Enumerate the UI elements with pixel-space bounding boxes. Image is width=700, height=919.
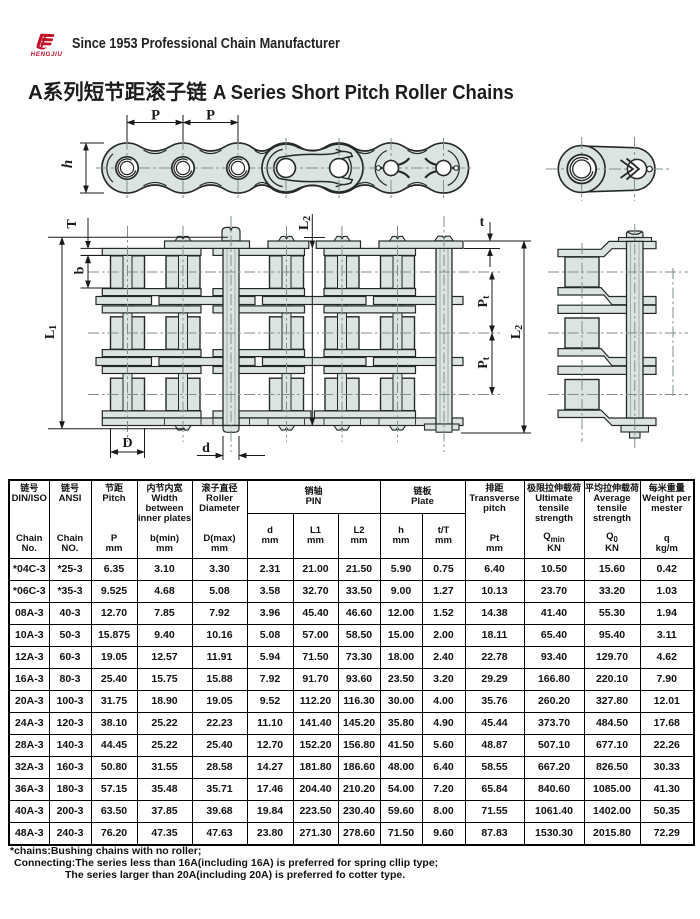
svg-text:L1: L1 (43, 325, 59, 339)
svg-text:Pt: Pt (476, 295, 492, 308)
svg-text:L2: L2 (509, 325, 525, 339)
svg-text:T: T (65, 219, 80, 229)
svg-text:d: d (202, 441, 210, 456)
svg-text:P: P (206, 108, 215, 124)
svg-text:b: b (73, 266, 88, 274)
svg-text:h: h (60, 160, 76, 168)
svg-text:L2: L2 (297, 216, 313, 230)
svg-text:D: D (122, 436, 132, 451)
svg-text:HENGJIU: HENGJIU (31, 51, 63, 58)
svg-text:Pt: Pt (476, 356, 492, 369)
svg-text:P: P (151, 108, 160, 124)
svg-text:t: t (480, 215, 485, 230)
